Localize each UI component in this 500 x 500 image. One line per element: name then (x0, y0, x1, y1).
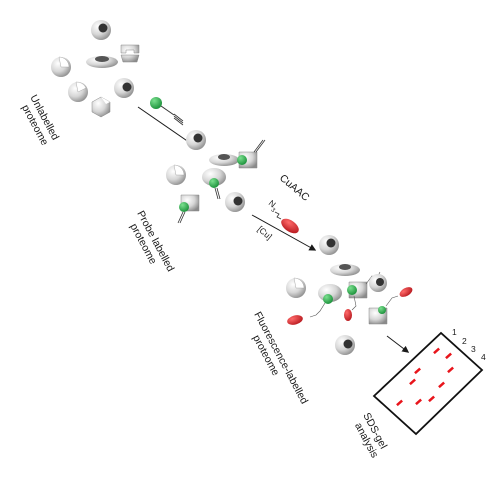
protein (335, 335, 355, 355)
step-arrow-3 (386, 335, 410, 353)
lane-label-1: 1 (452, 327, 457, 337)
protein (369, 274, 387, 292)
gel-band (414, 367, 421, 375)
azide-label: N3 (265, 198, 281, 214)
protein (319, 235, 339, 255)
gel-band (396, 399, 403, 407)
protein (286, 277, 306, 298)
protein (166, 164, 186, 185)
fluorescence-labelled-proteome-cluster (286, 235, 413, 355)
gel-lane-labels: 1 2 3 4 (452, 327, 486, 362)
protein (120, 44, 140, 63)
protein (51, 56, 71, 77)
unlabelled-proteome-cluster (51, 20, 140, 118)
protein (86, 56, 118, 68)
azide-fluorophore-reagent: N3 (265, 198, 299, 234)
protein (91, 20, 111, 40)
protein-with-probe (202, 168, 226, 200)
gel-band (433, 347, 440, 355)
gel-band (415, 398, 422, 406)
protein (209, 154, 239, 166)
unlabelled-proteome-label: Unlabelled proteome (17, 93, 63, 151)
sds-gel-analysis-label: SDS-gel analysis (350, 411, 391, 460)
protein-with-fluorophore (287, 284, 342, 325)
lane-label-2: 2 (462, 336, 467, 346)
gel-band (428, 395, 435, 403)
protein-with-fluorophore (368, 287, 413, 325)
catalyst-label: [Cu] (256, 224, 274, 242)
protein (91, 96, 111, 118)
cuaac-label: CuAAC (277, 172, 312, 204)
gel-bands (396, 347, 454, 407)
gel-band (447, 366, 454, 374)
fluorescence-labelled-proteome-label: Fluorescence-labelled proteome (241, 310, 312, 415)
lane-label-3: 3 (471, 344, 476, 354)
step-arrow-2 (251, 214, 317, 251)
protein (330, 264, 360, 276)
sds-gel: 1 2 3 4 (372, 327, 486, 436)
protein-with-probe (237, 139, 266, 169)
gel-frame (372, 331, 484, 436)
protein-with-fluorophore (344, 271, 381, 321)
gel-band (409, 378, 416, 386)
probe-labelled-proteome-cluster (166, 130, 266, 224)
protein (225, 192, 245, 212)
protein (114, 78, 134, 98)
gel-band (445, 352, 452, 360)
protein (68, 81, 88, 102)
probe-molecule (150, 97, 184, 126)
protein (186, 130, 206, 150)
probe-labelled-proteome-label: Probe labelled proteome (124, 209, 178, 282)
protein-with-probe (177, 194, 200, 224)
lane-label-4: 4 (481, 352, 486, 362)
gel-band (438, 381, 445, 389)
